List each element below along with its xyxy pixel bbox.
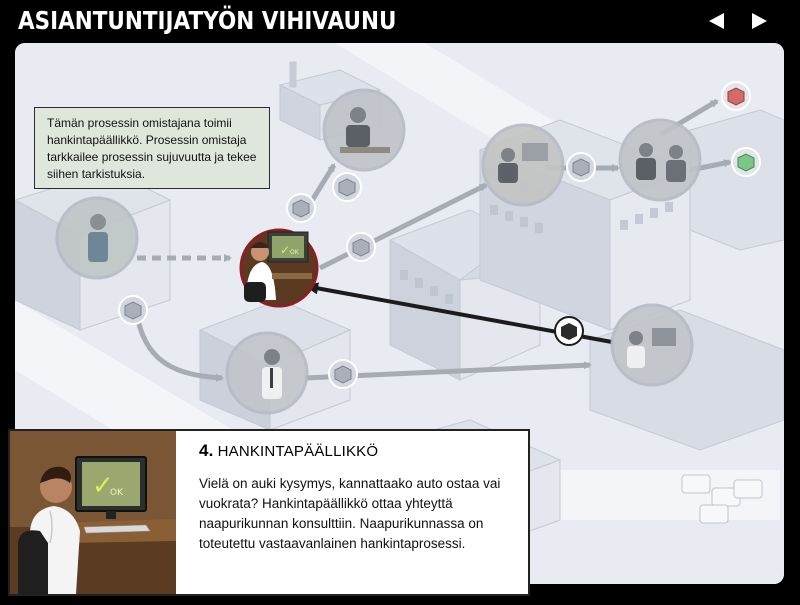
- role-node-5[interactable]: [481, 123, 565, 207]
- title-bar: ASIANTUNTIJATYÖN VIHIVAUNU: [0, 0, 800, 42]
- triangle-left-icon: [709, 13, 724, 29]
- deliverable-badge-green: [731, 147, 761, 177]
- role-node-7[interactable]: [610, 303, 694, 387]
- role-node-3[interactable]: [225, 331, 309, 415]
- detail-number: 4.: [199, 441, 214, 460]
- svg-text:OK: OK: [110, 488, 124, 498]
- app-title: ASIANTUNTIJATYÖN VIHIVAUNU: [18, 6, 397, 35]
- process-map-scene: ✓ OK: [15, 43, 784, 584]
- info-box: Tämän prosessin omistajana toimii hankin…: [34, 107, 270, 189]
- detail-heading: 4.HANKINTAPÄÄLLIKKÖ: [199, 441, 378, 461]
- role-node-6[interactable]: [618, 118, 702, 202]
- procurement-manager-illustration: ✓ OK: [10, 431, 176, 594]
- role-node-4-active[interactable]: ✓ OK: [239, 228, 319, 308]
- deliverable-badge-1: [118, 295, 148, 325]
- deliverable-badge-active: [554, 316, 584, 346]
- deliverable-badge-3: [332, 172, 362, 202]
- deliverable-badge-6: [566, 152, 596, 182]
- role-node-1[interactable]: [55, 196, 139, 280]
- previous-button[interactable]: [704, 8, 730, 34]
- svg-text:✓: ✓: [92, 471, 114, 501]
- deliverable-badge-2: [286, 193, 316, 223]
- deliverable-badges: [118, 81, 761, 389]
- detail-title: HANKINTAPÄÄLLIKKÖ: [217, 443, 379, 460]
- role-node-2[interactable]: [322, 88, 406, 172]
- triangle-right-icon: [752, 13, 767, 29]
- next-button[interactable]: [746, 8, 772, 34]
- deliverable-badge-5: [328, 359, 358, 389]
- deliverable-badge-red: [721, 81, 751, 111]
- detail-body: Vielä on auki kysymys, kannattaako auto …: [199, 476, 501, 551]
- svg-text:OK: OK: [290, 249, 300, 256]
- svg-text:✓: ✓: [280, 243, 290, 257]
- deliverable-badge-4: [346, 232, 376, 262]
- detail-panel: ✓ OK 4.HANKINTAPÄÄLLIKKÖ Vielä on auki k…: [8, 429, 530, 596]
